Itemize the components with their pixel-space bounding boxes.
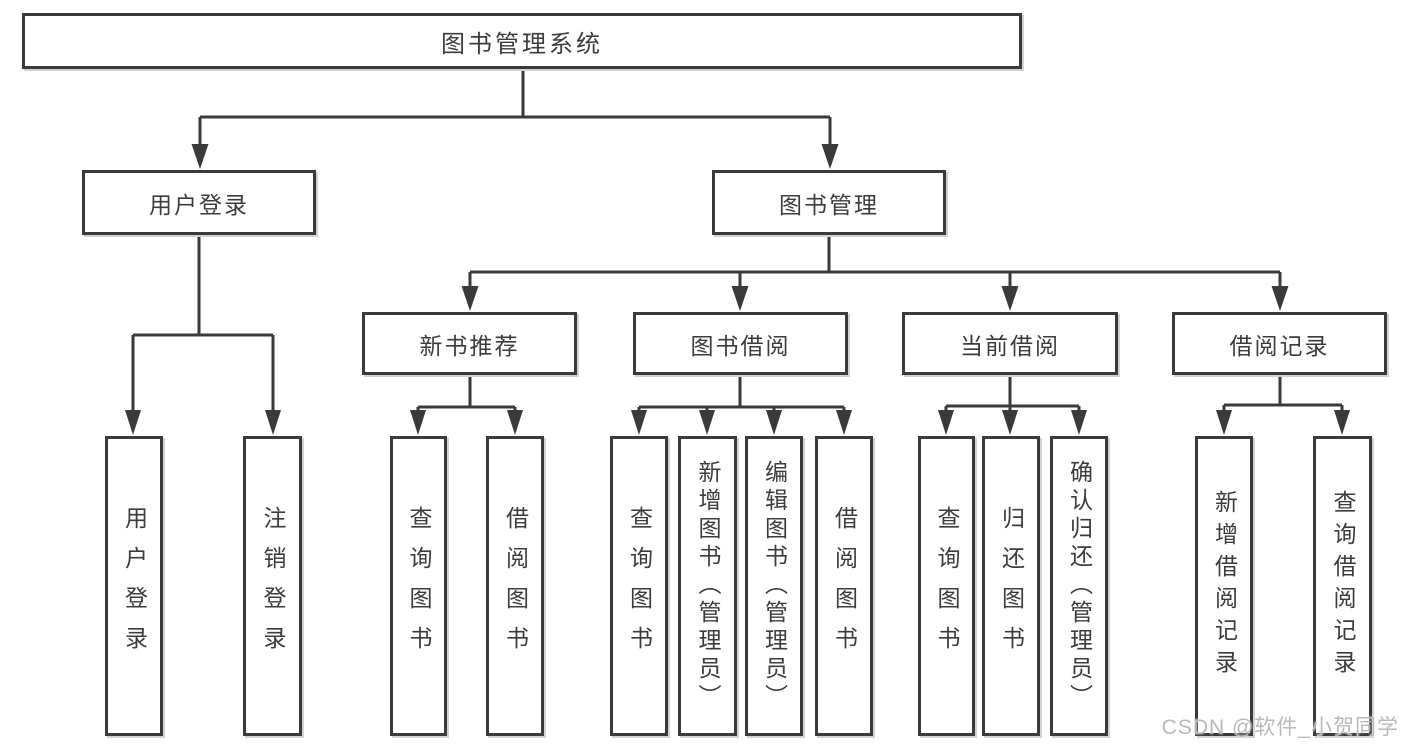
leaf-label: 新增借阅记录: [1211, 490, 1238, 682]
leaf-label: 注销登录: [260, 506, 286, 666]
leaf-label: 确认归还（管理员）: [1066, 460, 1093, 712]
node-label: 借阅记录: [1229, 332, 1330, 359]
arrowhead-icons: [125, 144, 1350, 435]
node-user-login: 用户登录: [82, 170, 316, 235]
leaf-label: 借阅图书: [502, 506, 529, 666]
node-label: 图书管理: [779, 191, 879, 218]
leaf-add-borrow-record: 新增借阅记录: [1195, 436, 1253, 736]
leaf-current-query-books: 查询图书: [918, 436, 975, 736]
leaf-label: 查询图书: [626, 506, 653, 666]
node-label: 新书推荐: [419, 332, 520, 359]
leaf-label: 查询借阅记录: [1330, 490, 1356, 682]
node-label: 图书管理系统: [441, 30, 603, 58]
leaf-label: 查询图书: [406, 506, 432, 666]
leaf-label: 用户登录: [121, 506, 148, 666]
node-book-borrow: 图书借阅: [633, 312, 848, 375]
leaf-user-login: 用户登录: [105, 436, 163, 736]
node-label: 当前借阅: [960, 332, 1060, 359]
leaf-label: 借阅图书: [831, 506, 858, 666]
leaf-borrow-edit-books-admin: 编辑图书（管理员）: [745, 436, 803, 736]
node-label: 图书借阅: [690, 332, 791, 359]
node-label: 用户登录: [149, 191, 249, 218]
leaf-borrow-books: 借阅图书: [815, 436, 873, 736]
watermark: CSDN @软件_小贺同学: [1161, 716, 1399, 739]
leaf-label: 查询图书: [934, 506, 960, 666]
leaf-return-books: 归还图书: [982, 436, 1040, 736]
node-library-management-system: 图书管理系统: [22, 13, 1022, 69]
node-borrow-records: 借阅记录: [1172, 312, 1387, 375]
node-book-management: 图书管理: [712, 170, 946, 235]
leaf-borrow-add-books-admin: 新增图书（管理员）: [678, 436, 737, 736]
node-current-borrow: 当前借阅: [902, 312, 1118, 375]
leaf-borrow-query-books: 查询图书: [610, 436, 668, 736]
leaf-confirm-return-admin: 确认归还（管理员）: [1050, 436, 1108, 736]
leaf-new-book-query: 查询图书: [390, 436, 447, 736]
node-new-book-recommend: 新书推荐: [362, 312, 577, 375]
leaf-label: 新增图书（管理员）: [695, 460, 721, 712]
leaf-label: 编辑图书（管理员）: [761, 460, 788, 712]
leaf-label: 归还图书: [998, 506, 1025, 666]
leaf-query-borrow-record: 查询借阅记录: [1313, 436, 1372, 736]
leaf-logout: 注销登录: [243, 436, 302, 736]
leaf-new-book-borrow: 借阅图书: [486, 436, 544, 736]
